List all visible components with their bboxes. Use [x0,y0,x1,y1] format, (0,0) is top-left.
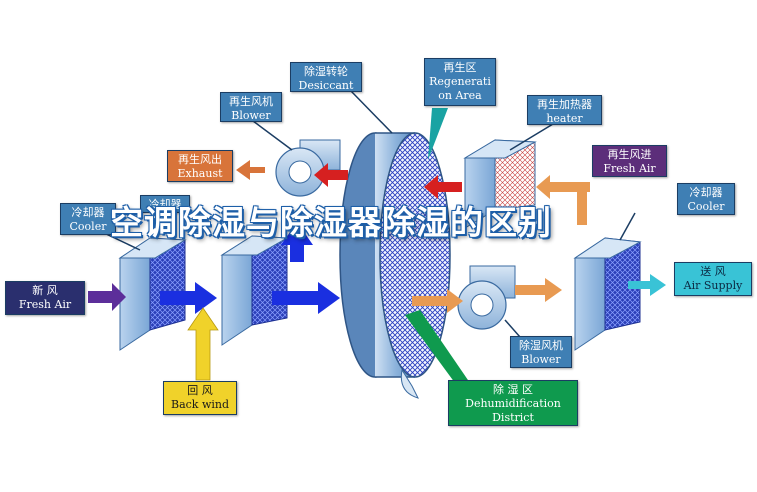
exhaust-label: 再生风出 Exhaust [167,150,233,182]
dehum-district-zh: 除 湿 区 [493,383,533,396]
exhaust-zh: 再生风出 [178,153,222,166]
supply-air-en: Air Supply [683,278,743,292]
exhaust-en: Exhaust [177,166,223,180]
dehum-district-en2: District [492,410,534,424]
fresh-air-arrow [88,283,126,311]
dehum-district-label: 除 湿 区 Dehumidification District [448,380,578,426]
regen-blower-en: Blower [231,108,271,122]
desiccant-wheel [339,132,451,399]
cooler-mid-zh: 冷却器 [148,198,182,211]
regen-heater-en: heater [546,111,583,125]
regen-air-arrows [314,163,462,199]
regen-air-en: Fresh Air [603,161,656,175]
regen-area-callout [428,108,448,160]
regen-heater-label: 再生加热器 heater [527,95,602,125]
regeneration-area-en: Regenerati [429,74,491,88]
dehum-blower-en: Blower [521,352,561,366]
callout-lines [103,89,636,338]
back-wind-label: 回 风 Back wind [163,381,237,415]
cooler-right-en: Cooler [687,199,725,213]
cooler-unit-right [573,237,642,351]
desiccant-label-en: Desiccant [298,78,354,92]
supply-air-arrow [628,274,666,296]
regeneration-area-label: 再生区 Regenerati on Area [424,58,496,106]
dehum-blower [457,265,516,330]
regen-blower-label: 再生风机 Blower [220,92,282,122]
dehum-district-callout [405,310,470,383]
regen-air-label: 再生风进 Fresh Air [592,145,667,177]
cooler-left-zh: 冷却器 [71,206,105,219]
process-air-arrows [160,222,340,314]
back-wind-en: Back wind [170,397,230,411]
fresh-air-zh: 新 风 [32,284,58,297]
cooler-unit-left [118,237,187,351]
cooler-unit-mid [220,235,289,346]
cooler-left-en: Cooler [69,219,107,233]
regen-air-zh: 再生风进 [607,148,652,161]
back-wind-zh: 回 风 [187,384,213,397]
desiccant-label: 除湿转轮 Desiccant [290,62,362,92]
regen-blower [275,139,341,197]
desiccant-label-zh: 除湿转轮 [304,65,348,78]
back-wind-arrow [187,307,219,381]
regen-heater-unit [463,139,537,229]
exhaust-arrow [236,160,265,180]
dehum-district-en: Dehumidification [465,396,561,410]
dehum-blower-zh: 除湿风机 [519,339,563,352]
regeneration-area-zh: 再生区 [443,61,477,74]
fresh-air-label: 新 风 Fresh Air [5,281,85,315]
supply-air-zh: 送 风 [700,265,726,278]
cooler-right-zh: 冷却器 [689,186,723,199]
regen-blower-zh: 再生风机 [229,95,273,108]
heater-air-arrows [412,175,590,313]
regen-heater-zh: 再生加热器 [537,98,592,111]
page-title: 空调除湿与除湿器除湿的区别 [110,203,552,242]
supply-air-label: 送 风 Air Supply [674,262,752,296]
cooler-left-label: 冷却器 Cooler [60,203,116,235]
cooler-mid-label: 冷却器 [140,195,190,213]
regeneration-area-en2: on Area [438,88,482,102]
dehum-blower-label: 除湿风机 Blower [510,336,572,368]
fresh-air-en: Fresh Air [18,297,72,311]
cooler-right-label: 冷却器 Cooler [677,183,735,215]
